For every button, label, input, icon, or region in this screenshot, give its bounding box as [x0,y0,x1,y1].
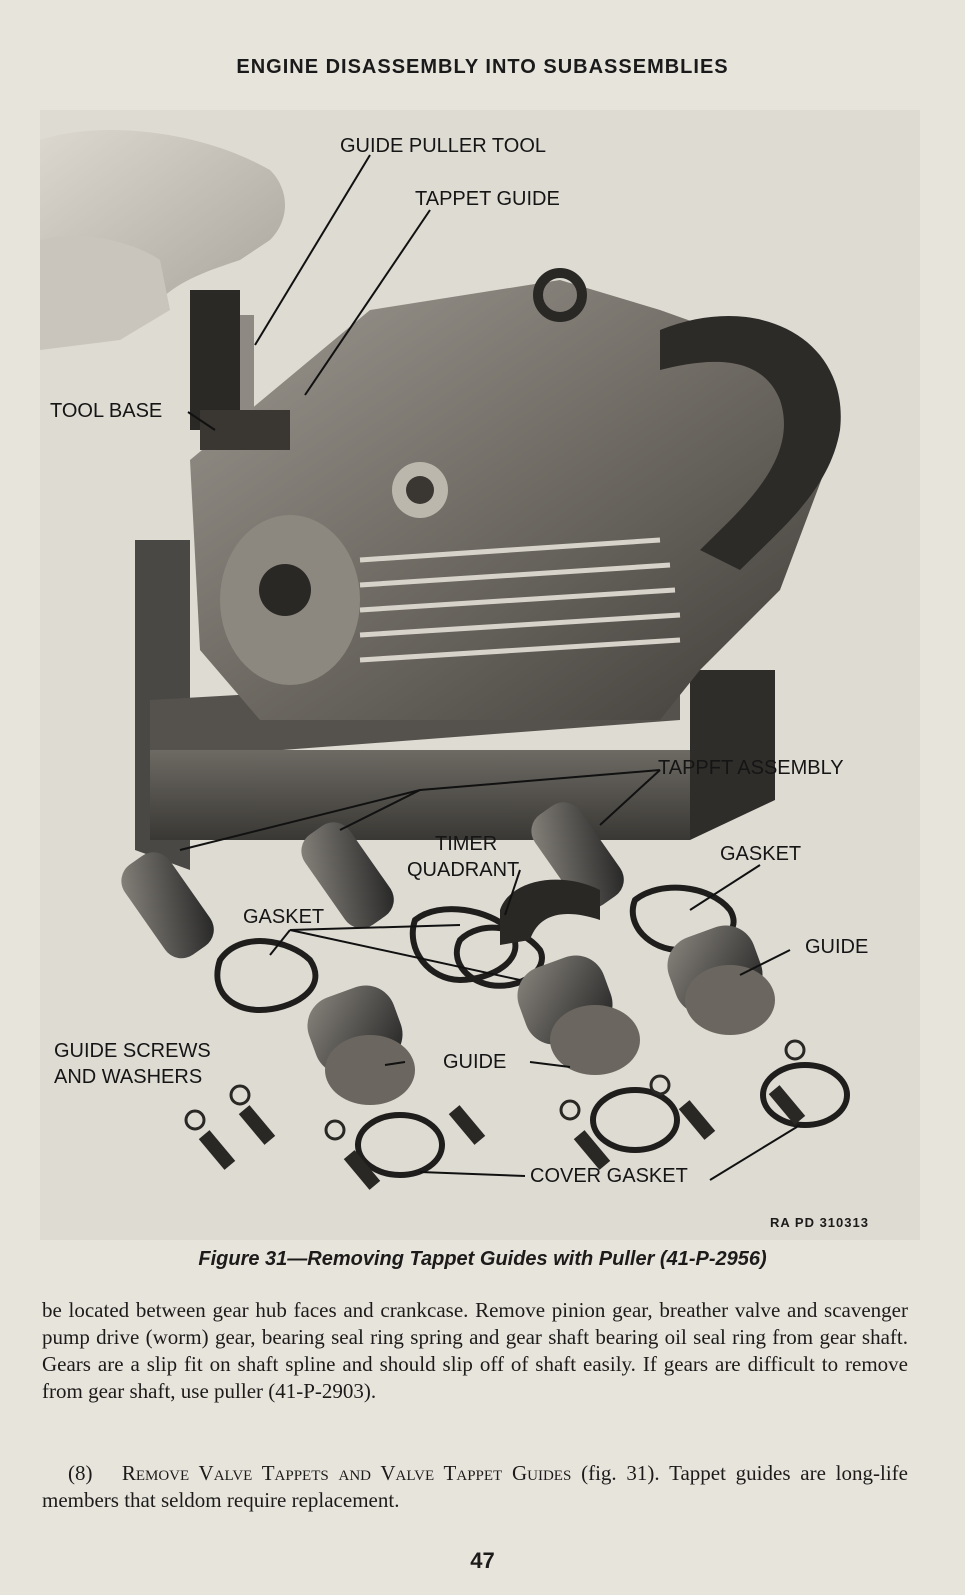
label-tappet-assembly: TAPPFT ASSEMBLY [658,757,844,779]
label-and-washers: AND WASHERS [54,1066,202,1088]
paragraph-number: (8) [68,1461,93,1485]
page-number: 47 [470,1548,495,1573]
leader-lines [179,154,801,1181]
tappet-guides [307,925,775,1105]
tappet-assemblies [121,802,624,959]
label-quadrant: QUADRANT [407,859,519,881]
page-header: ENGINE DISASSEMBLY INTO SUBASSEMBLIES [236,56,729,78]
label-guide-center: GUIDE [443,1051,506,1073]
figure-reference-code: RA PD 310313 [770,1215,869,1230]
cover-gaskets [355,1062,850,1178]
label-cover-gasket: COVER GASKET [530,1165,688,1187]
guide-screws-washers [184,1039,806,1190]
figure-31-photo: GUIDE PULLER TOOL TAPPET GUIDE TOOL BASE… [40,110,920,1240]
label-tool-base: TOOL BASE [50,400,162,422]
paragraph-heading: Remove Valve Tappets and Valve Tappet Gu… [121,1461,572,1485]
label-guide-puller-tool: GUIDE PULLER TOOL [340,135,546,157]
label-timer: TIMER [435,833,497,855]
paragraph-text: Tappet guides are long-life members that… [42,1461,908,1512]
label-gasket-right: GASKET [720,843,801,865]
figure-cross-reference: (fig. 31). [581,1461,660,1485]
engine-crankcase [190,268,841,720]
label-guide-screws: GUIDE SCREWS [54,1040,211,1062]
body-paragraph-2: (8) Remove Valve Tappets and Valve Tappe… [42,1460,908,1514]
timer-quadrant [500,879,600,945]
figure-caption: Figure 31—Removing Tappet Guides with Pu… [198,1248,767,1270]
body-paragraph-1: be located between gear hub faces and cr… [42,1298,908,1403]
label-guide-right: GUIDE [805,936,868,958]
hand-holding-puller [40,130,290,450]
label-gasket-left: GASKET [243,906,324,928]
label-tappet-guide: TAPPET GUIDE [415,188,560,210]
